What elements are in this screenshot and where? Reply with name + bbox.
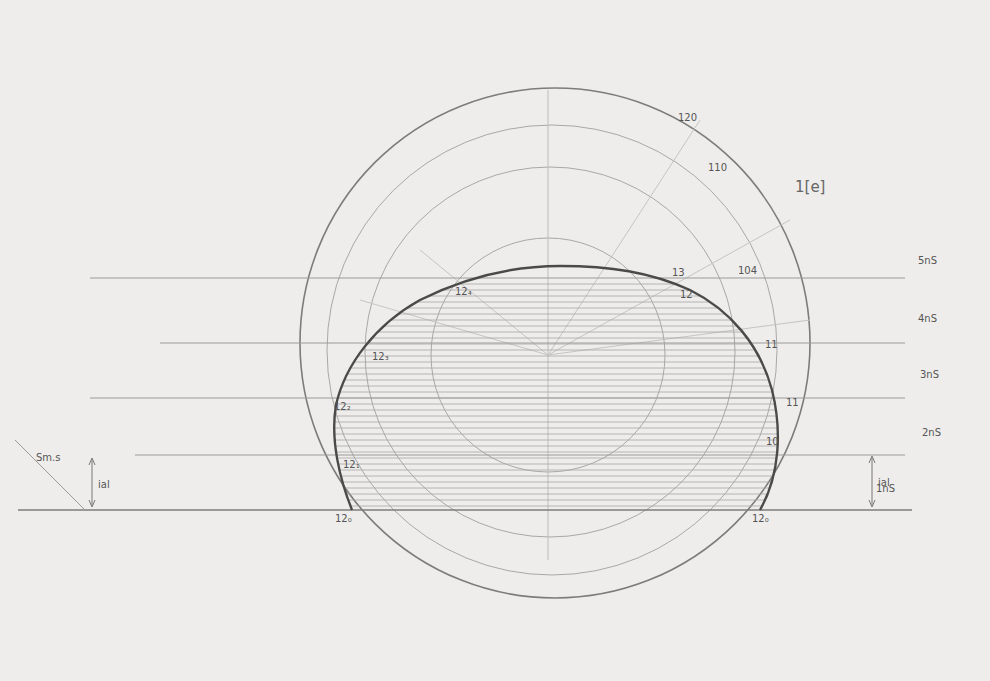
construction-label: 1[e] — [795, 180, 825, 195]
construction-label: 4nS — [918, 314, 937, 324]
hatch-line — [320, 464, 800, 465]
hatch-line — [320, 290, 800, 291]
hatch-line — [320, 434, 800, 435]
hatch-line — [320, 446, 800, 447]
hatch-line — [320, 440, 800, 441]
construction-label: 12₄ — [455, 287, 472, 297]
hatch-line — [320, 392, 800, 393]
hatch-line — [320, 350, 800, 351]
construction-label: ial — [878, 478, 890, 488]
construction-label: 13 — [672, 268, 685, 278]
hatch-line — [320, 452, 800, 453]
hatch-line — [320, 428, 800, 429]
construction-label: 12₁ — [343, 460, 360, 470]
construction-label: Sm.s — [36, 453, 60, 463]
hatch-line — [320, 416, 800, 417]
hatch-line — [320, 380, 800, 381]
hatch-line — [320, 500, 800, 501]
construction-label: ial — [98, 480, 110, 490]
construction-label: 104 — [738, 266, 757, 276]
hatch-line — [320, 476, 800, 477]
hatch-line — [320, 494, 800, 495]
hatch-line — [320, 398, 800, 399]
hatch-line — [320, 386, 800, 387]
hatch-line — [320, 356, 800, 357]
construction-label: 110 — [708, 163, 727, 173]
construction-label: 11 — [786, 398, 799, 408]
construction-label: 12₃ — [372, 352, 389, 362]
hatch-line — [320, 284, 800, 285]
hatch-line — [320, 404, 800, 405]
construction-label: 3nS — [920, 370, 939, 380]
hatch-line — [320, 314, 800, 315]
construction-label: 2nS — [922, 428, 941, 438]
hatch-line — [320, 344, 800, 345]
construction-label: 12₀ — [335, 514, 352, 524]
construction-label: 12 — [680, 290, 693, 300]
hatch-line — [320, 374, 800, 375]
hatch-line — [320, 332, 800, 333]
hatch-line — [320, 470, 800, 471]
hatch-line — [320, 338, 800, 339]
hatch-line — [320, 482, 800, 483]
construction-label: 12₂ — [334, 402, 351, 412]
construction-label: 11 — [765, 340, 778, 350]
construction-label: 12₀ — [752, 514, 769, 524]
hatch-line — [320, 506, 800, 507]
hatch-line — [320, 308, 800, 309]
construction-label: 10 — [766, 437, 779, 447]
cam-profile — [334, 266, 778, 510]
construction-label: 5nS — [918, 256, 937, 266]
hatch-line — [320, 422, 800, 423]
construction-label: 120 — [678, 113, 697, 123]
hatch-line — [320, 410, 800, 411]
hatch-line — [320, 488, 800, 489]
hatch-line — [320, 296, 800, 297]
hatch-line — [320, 458, 800, 459]
hatch-line — [320, 302, 800, 303]
hatch-line — [320, 362, 800, 363]
hatch-line — [320, 326, 800, 327]
hatch-line — [320, 368, 800, 369]
